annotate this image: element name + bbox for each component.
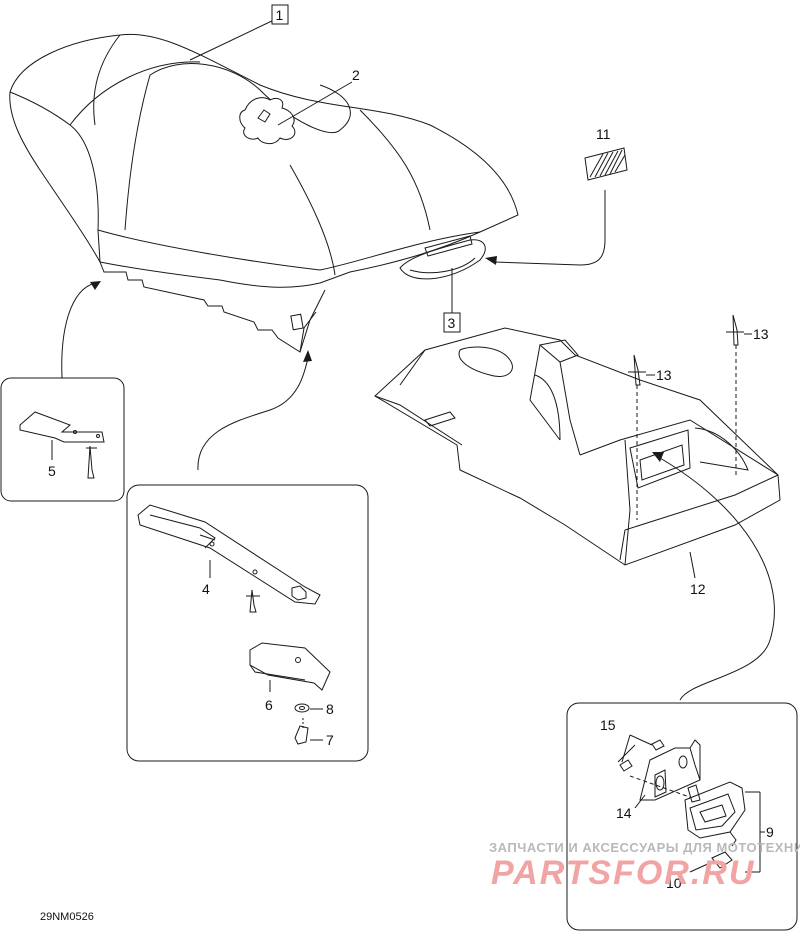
callout-8: 8	[326, 701, 334, 717]
callout-13b: 13	[753, 326, 769, 342]
callout-5: 5	[48, 463, 56, 479]
drawing-code: 29NM0526	[40, 911, 94, 923]
seat-cover	[9, 33, 519, 353]
callout-15: 15	[600, 717, 616, 733]
callout-1: 1	[276, 7, 284, 23]
screw-13-right	[726, 314, 744, 478]
inset-parts-4-8: 4 6 8 7	[126, 484, 369, 762]
callout-9: 9	[766, 824, 774, 840]
seat-base	[374, 327, 781, 566]
watermark-caption: ЗАПЧАСТИ И АКСЕССУАРЫ ДЛЯ МОТОТЕХНИКИ	[489, 840, 800, 855]
inset-part-5: 5	[0, 377, 125, 502]
inset-tail-light: 14 15 9 10	[566, 702, 798, 931]
screw-13-left	[628, 354, 646, 520]
callout-11: 11	[596, 126, 611, 142]
callout-4: 4	[202, 581, 210, 597]
callout-1-box	[271, 4, 289, 25]
callout-10: 10	[666, 875, 682, 891]
callout-3: 3	[448, 315, 456, 331]
callout-6: 6	[265, 697, 273, 713]
callout-13a: 13	[656, 367, 672, 383]
watermark-logo: PARTSFOR.RU	[491, 854, 755, 892]
callout-3-box	[443, 312, 461, 333]
callout-2: 2	[352, 67, 360, 83]
callout-7: 7	[326, 732, 334, 748]
callout-14: 14	[616, 805, 632, 821]
decal-label	[584, 147, 628, 181]
callout-12: 12	[690, 581, 706, 597]
